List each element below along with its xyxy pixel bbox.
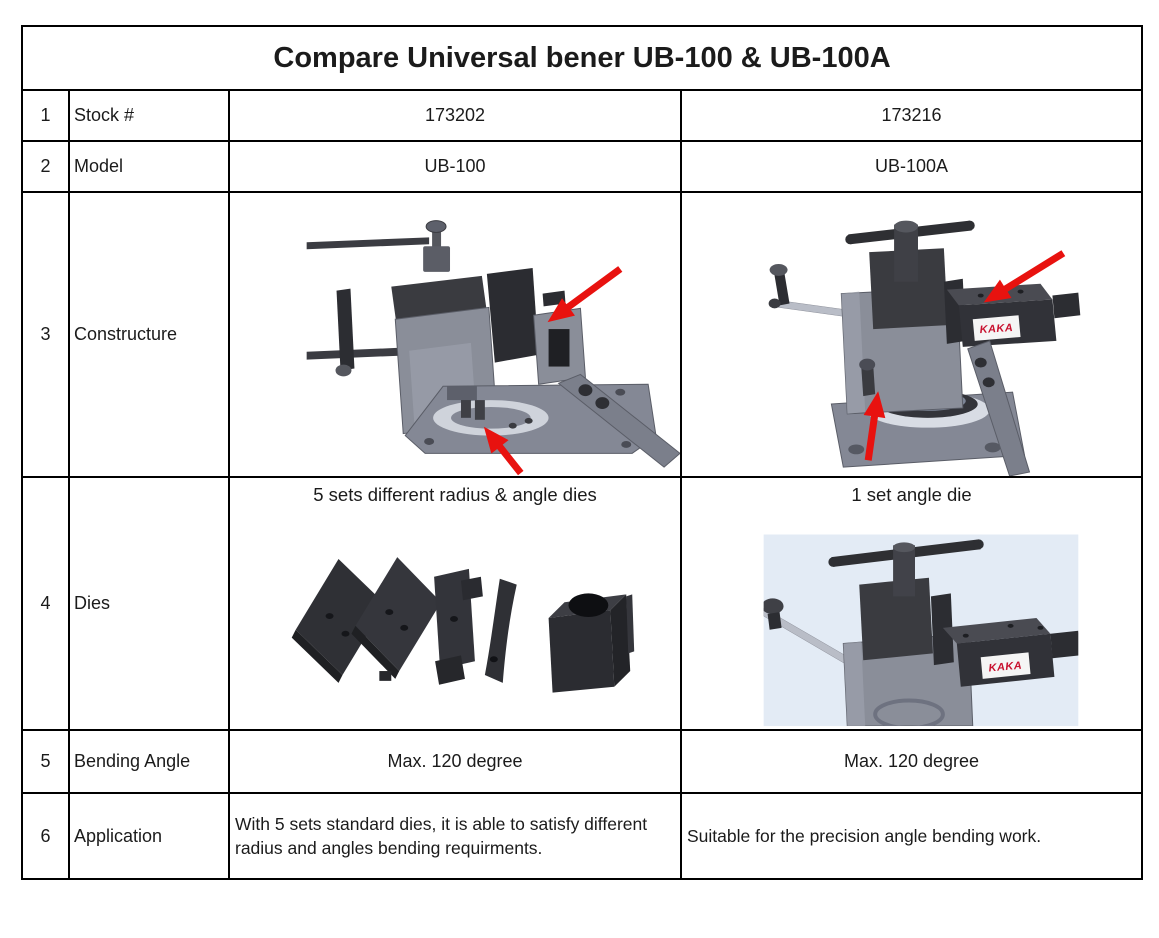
row-number: 2 bbox=[21, 140, 70, 193]
model-ub100: UB-100 bbox=[228, 140, 682, 193]
bending-handle bbox=[557, 373, 679, 468]
row-number: 5 bbox=[21, 729, 70, 794]
ub100a-machine-photo: KAKA bbox=[683, 194, 1141, 475]
row-label-dies: Dies bbox=[68, 476, 230, 731]
model-ub100a: UB-100A bbox=[679, 140, 1144, 193]
row-bending-angle: 5 Bending Angle Max. 120 degree Max. 120… bbox=[21, 729, 1144, 794]
red-arrow bbox=[983, 250, 1066, 303]
red-arrow bbox=[863, 391, 886, 461]
ub100-machine bbox=[306, 220, 679, 475]
row-stock: 1 Stock # 173202 173216 bbox=[21, 89, 1144, 142]
bending-handle bbox=[967, 340, 1031, 475]
row-label-stock: Stock # bbox=[68, 89, 230, 142]
row-number: 3 bbox=[21, 191, 70, 478]
red-arrow bbox=[547, 266, 623, 323]
center-pin bbox=[460, 396, 471, 418]
die-diamond-2 bbox=[355, 557, 442, 672]
brand-label: KAKA bbox=[979, 322, 1013, 336]
dies-caption-ub100a: 1 set angle die bbox=[851, 484, 972, 505]
die-plate bbox=[486, 267, 539, 363]
brand-sticker bbox=[980, 652, 1031, 679]
row-number: 1 bbox=[21, 89, 70, 142]
row-number: 4 bbox=[21, 476, 70, 731]
row-application: 6 Application With 5 sets standard dies,… bbox=[21, 792, 1144, 880]
title-row: Compare Universal bener UB-100 & UB-100A bbox=[20, 25, 1144, 91]
bending-ub100: Max. 120 degree bbox=[228, 729, 682, 794]
top-die-block bbox=[859, 577, 933, 661]
row-constructure: 3 Constructure bbox=[21, 191, 1144, 478]
red-arrow bbox=[483, 426, 524, 475]
comparison-table: Compare Universal bener UB-100 & UB-100A… bbox=[20, 25, 1144, 880]
row-dies: 4 Dies 5 sets different radius & angle d… bbox=[21, 476, 1144, 731]
angle-die-block bbox=[942, 617, 1051, 644]
row-label-constructure: Constructure bbox=[68, 191, 230, 478]
angle-die-closeup-photo: KAKA bbox=[683, 506, 1141, 728]
stock-ub100: 173202 bbox=[228, 89, 682, 142]
application-ub100a: Suitable for the precision angle bending… bbox=[679, 792, 1144, 880]
bending-ub100a: Max. 120 degree bbox=[679, 729, 1144, 794]
row-label-application: Application bbox=[68, 792, 230, 880]
end-cylinder bbox=[1050, 630, 1079, 659]
application-ub100: With 5 sets standard dies, it is able to… bbox=[228, 792, 682, 880]
end-cylinder bbox=[1052, 292, 1081, 319]
stock-ub100a: 173216 bbox=[679, 89, 1144, 142]
brand-sticker bbox=[972, 315, 1021, 341]
rod-knob bbox=[773, 267, 790, 306]
row-label-bending: Bending Angle bbox=[68, 729, 230, 794]
dies-caption-ub100: 5 sets different radius & angle dies bbox=[313, 484, 597, 505]
ub100a-closeup: KAKA bbox=[763, 539, 1079, 727]
dies-ub100-cell: 5 sets different radius & angle dies bbox=[228, 476, 682, 731]
die-cube-front bbox=[548, 610, 615, 693]
die-cube-side bbox=[610, 594, 631, 687]
row-label-model: Model bbox=[68, 140, 230, 193]
row-number: 6 bbox=[21, 792, 70, 880]
brand-label: KAKA bbox=[988, 660, 1023, 675]
base-knob bbox=[861, 364, 876, 397]
upper-rod bbox=[306, 237, 430, 250]
ub100-machine-photo bbox=[231, 194, 679, 475]
dies-set-photo bbox=[231, 506, 679, 728]
dies-ub100a-cell: 1 set angle die bbox=[679, 476, 1144, 731]
constructure-ub100-photo-cell bbox=[228, 191, 682, 478]
ub100a-machine: KAKA bbox=[768, 220, 1081, 475]
page-title: Compare Universal bener UB-100 & UB-100A bbox=[20, 25, 1144, 91]
top-die-block bbox=[869, 248, 948, 330]
die-pieces bbox=[291, 557, 635, 693]
screw-knob bbox=[425, 220, 447, 233]
rod-knob bbox=[763, 598, 784, 615]
clamp-bar bbox=[336, 288, 355, 371]
constructure-ub100a-photo-cell: KAKA bbox=[679, 191, 1144, 478]
die-diamond-1 bbox=[295, 559, 386, 675]
die-cube-hole bbox=[568, 593, 609, 618]
row-model: 2 Model UB-100 UB-100A bbox=[21, 140, 1144, 193]
